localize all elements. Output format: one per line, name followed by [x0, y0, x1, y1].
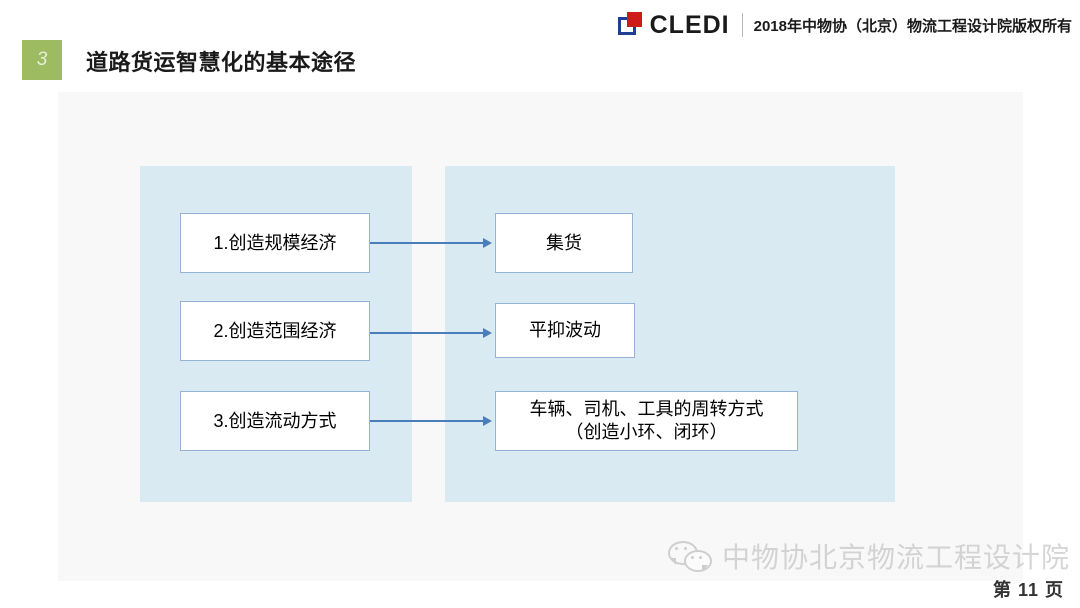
- logo-red-square: [626, 12, 642, 27]
- page-title: 道路货运智慧化的基本途径: [86, 50, 357, 75]
- arrow-3-shaft: [370, 420, 484, 422]
- wechat-dot-3: [691, 556, 694, 559]
- node-right-2-label: 平抑波动: [529, 320, 601, 341]
- cledi-logo-icon: [617, 12, 644, 38]
- node-left-1-label: 1.创造规模经济: [213, 232, 337, 253]
- header-divider: [741, 13, 743, 37]
- wechat-dot-2: [684, 547, 687, 550]
- node-right-3-label: 车辆、司机、工具的周转方式 （创造小环、闭环）: [530, 398, 764, 445]
- wechat-tail-front: [702, 565, 708, 572]
- node-right-3-line1: 车辆、司机、工具的周转方式: [529, 398, 764, 419]
- arrow-3-head: [483, 416, 492, 426]
- copyright-text: 2018年中物协（北京）物流工程设计院版权所有: [753, 17, 1072, 35]
- arrow-2-head: [483, 328, 492, 338]
- node-right-1[interactable]: 集货: [495, 213, 633, 273]
- node-right-1-label: 集货: [546, 232, 582, 253]
- logo-wordmark: CLEDI: [649, 10, 730, 39]
- arrow-1-head: [483, 238, 492, 248]
- node-right-3-line2: （创造小环、闭环）: [565, 422, 728, 442]
- wechat-tail-back: [670, 558, 676, 565]
- section-number-badge: 3: [22, 40, 62, 80]
- node-left-3-label: 3.创造流动方式: [213, 410, 337, 431]
- page-number: 第 11 页: [992, 580, 1064, 600]
- arrow-2-shaft: [370, 332, 484, 334]
- wechat-dot-1: [675, 547, 678, 550]
- wechat-icon: [668, 540, 714, 572]
- node-left-2-label: 2.创造范围经济: [213, 320, 337, 341]
- arrow-1: [370, 238, 492, 248]
- arrow-1-shaft: [370, 242, 484, 244]
- arrow-3: [370, 416, 492, 426]
- node-left-3[interactable]: 3.创造流动方式: [180, 391, 370, 451]
- wechat-dot-4: [699, 556, 702, 559]
- header-brand: CLEDI 2018年中物协（北京）物流工程设计院版权所有: [617, 10, 1072, 40]
- arrow-2: [370, 328, 492, 338]
- node-right-3[interactable]: 车辆、司机、工具的周转方式 （创造小环、闭环）: [495, 391, 798, 451]
- node-left-2[interactable]: 2.创造范围经济: [180, 301, 370, 361]
- node-right-2[interactable]: 平抑波动: [495, 303, 635, 358]
- watermark: 中物协北京物流工程设计院: [668, 536, 1070, 576]
- node-left-1[interactable]: 1.创造规模经济: [180, 213, 370, 273]
- watermark-label: 中物协北京物流工程设计院: [722, 542, 1071, 573]
